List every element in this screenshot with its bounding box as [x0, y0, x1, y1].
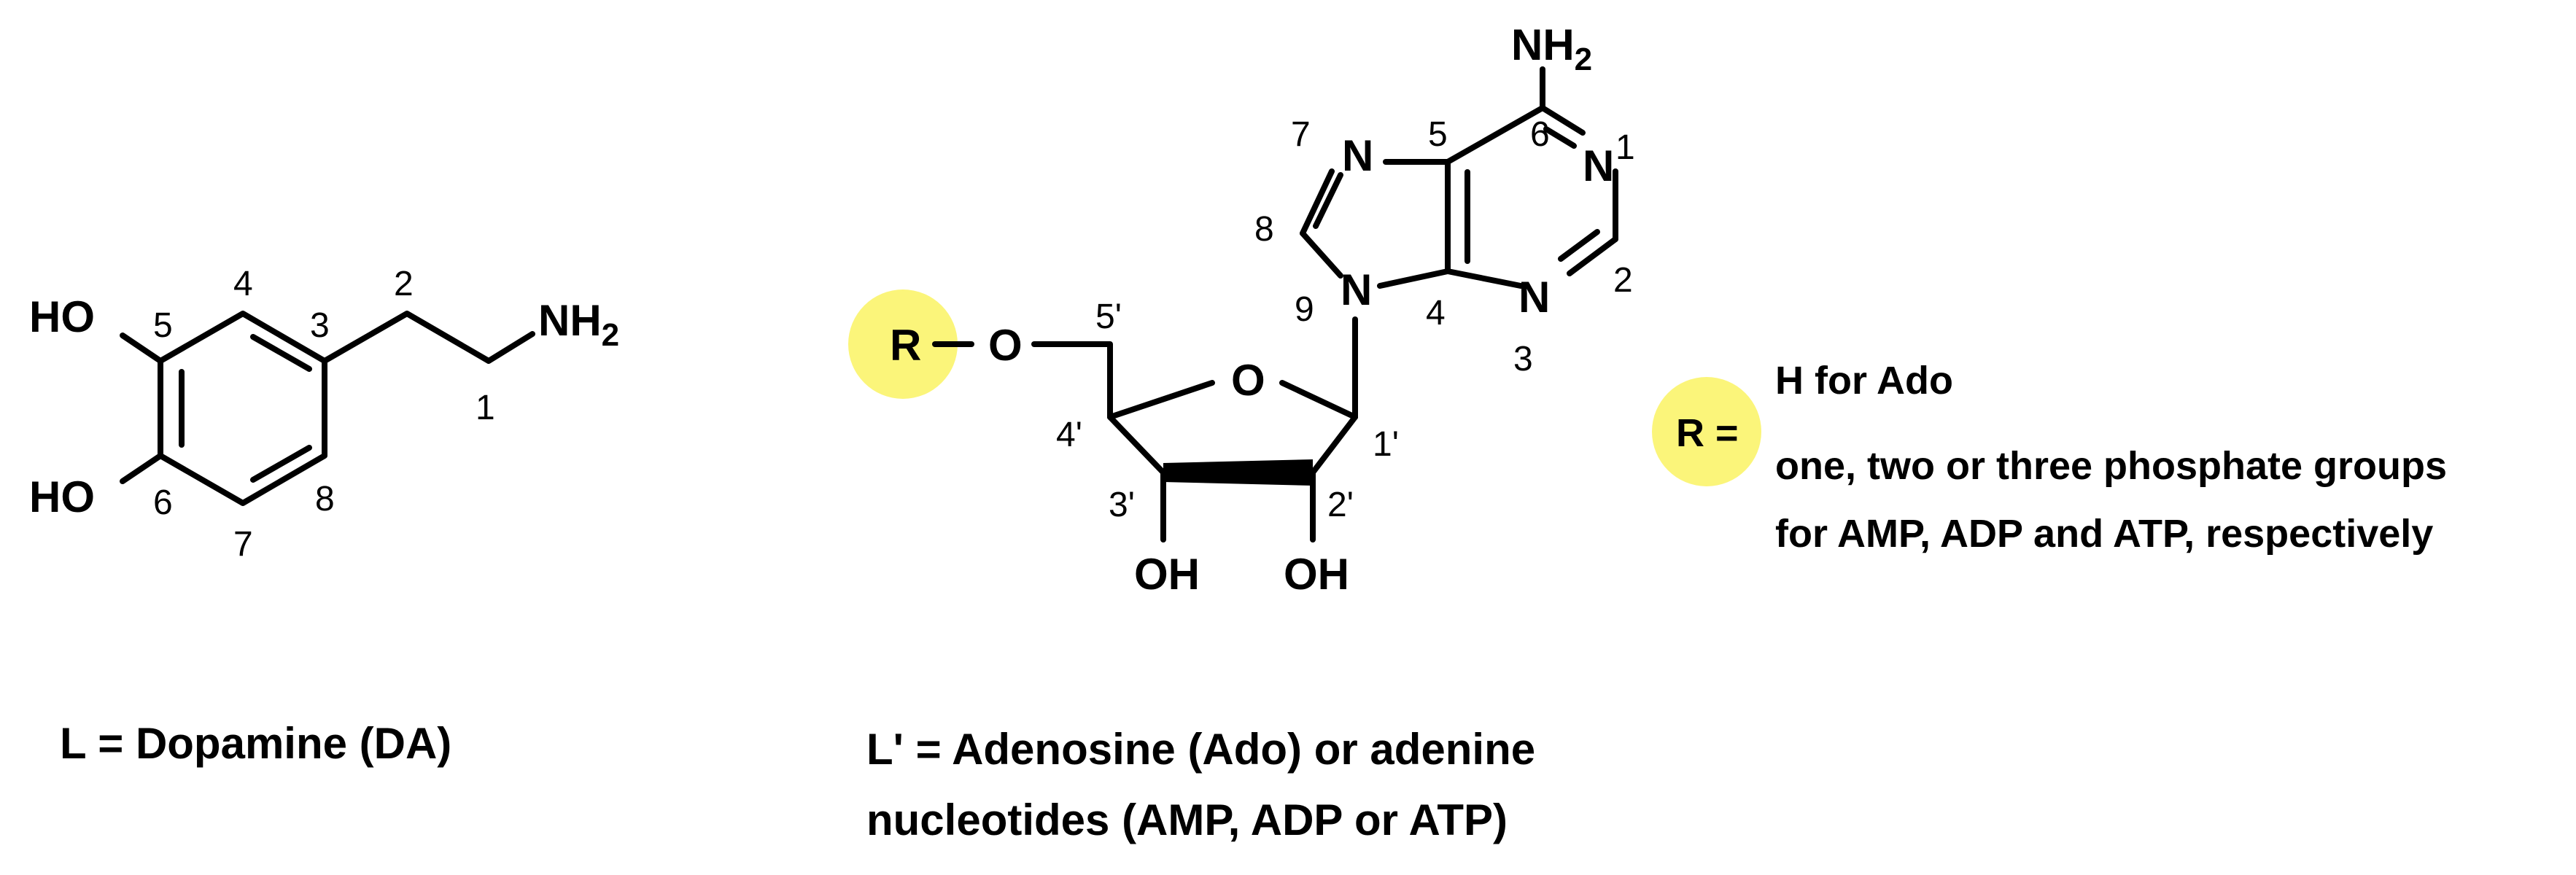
- number-2-prime: 2': [1327, 486, 1354, 524]
- number-1-prime: 1': [1373, 425, 1399, 464]
- n7-label: N: [1342, 131, 1373, 180]
- dopamine-bonds: [120, 311, 535, 506]
- dopamine-number-8: 8: [315, 480, 335, 518]
- number-5-prime: 5': [1095, 298, 1122, 336]
- dopamine-ho-top-label: HO: [29, 292, 95, 341]
- dopamine-ho-bottom-label: HO: [29, 472, 95, 521]
- r-legend-option-phosphate-line-2: for AMP, ADP and ATP, respectively: [1775, 512, 2433, 556]
- dopamine-number-7: 7: [233, 525, 253, 564]
- adenosine-caption-line-2: nucleotides (AMP, ADP or ATP): [866, 796, 1508, 844]
- number-4-prime: 4': [1056, 416, 1082, 454]
- hydroxyl-3-label: OH: [1134, 550, 1200, 599]
- number-adenine-8: 8: [1254, 210, 1274, 249]
- ester-oxygen-label: O: [988, 321, 1023, 370]
- number-adenine-3: 3: [1513, 340, 1533, 378]
- n3-label: N: [1518, 273, 1550, 322]
- r-legend-option-phosphate-line-1: one, two or three phosphate groups: [1775, 444, 2447, 488]
- dopamine-number-4: 4: [233, 265, 253, 303]
- number-3-prime: 3': [1109, 486, 1135, 524]
- dopamine-number-5: 5: [153, 306, 173, 345]
- dopamine-number-1: 1: [476, 389, 495, 427]
- number-adenine-9: 9: [1295, 290, 1314, 329]
- r-legend-label: R =: [1676, 411, 1739, 455]
- ring-oxygen-label: O: [1231, 356, 1265, 405]
- dopamine-caption: L = Dopamine (DA): [60, 719, 451, 768]
- number-adenine-7: 7: [1291, 115, 1311, 154]
- r-group-highlight: [848, 289, 958, 399]
- number-adenine-4: 4: [1426, 294, 1446, 332]
- r-legend-highlight: [1652, 377, 1761, 486]
- number-adenine-6: 6: [1530, 115, 1550, 154]
- dopamine-amine-label: NH2: [538, 296, 619, 353]
- r-group-label: R: [890, 321, 921, 370]
- dopamine-structure: HO HO NH2 1 2 3 4 5 6 7 8: [29, 265, 619, 564]
- number-adenine-5: 5: [1428, 115, 1448, 154]
- hydroxyl-2-label: OH: [1284, 550, 1349, 599]
- amino-nh2-label: NH2: [1511, 20, 1592, 77]
- dopamine-number-6: 6: [153, 483, 173, 522]
- number-adenine-2: 2: [1613, 261, 1633, 300]
- adenosine-structure: R O O N N N N NH2 OH OH 1' 2' 3' 4' 5' 1…: [848, 20, 1635, 599]
- r-legend-option-ado: H for Ado: [1775, 359, 1953, 402]
- adenosine-caption-line-1: L' = Adenosine (Ado) or adenine: [866, 725, 1535, 774]
- number-adenine-1: 1: [1615, 128, 1635, 167]
- n1-label: N: [1583, 141, 1614, 190]
- dopamine-number-3: 3: [310, 306, 330, 345]
- r-legend: R = H for Ado one, two or three phosphat…: [1652, 359, 2447, 556]
- adenosine-bonds: [932, 66, 1618, 542]
- dopamine-number-2: 2: [394, 265, 414, 303]
- n9-label: N: [1341, 265, 1372, 314]
